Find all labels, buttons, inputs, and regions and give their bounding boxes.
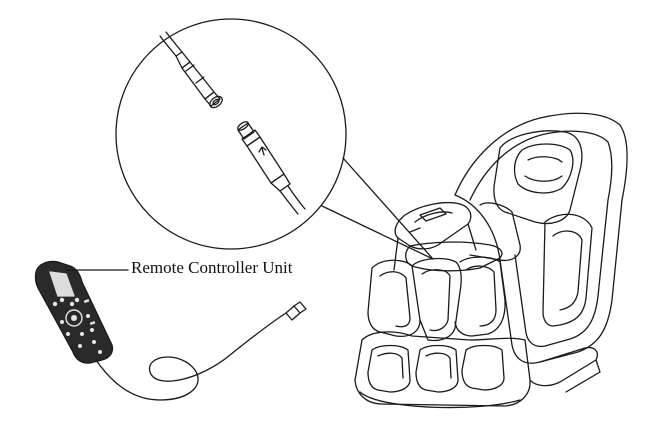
remote-button	[69, 301, 75, 307]
remote-dial	[65, 309, 83, 327]
remote-button	[83, 299, 90, 304]
remote-button	[86, 314, 90, 318]
remote-button	[90, 328, 94, 332]
arrow-up-icon	[258, 146, 267, 156]
detail-circle	[115, 18, 434, 260]
remote-screen	[49, 271, 75, 297]
remote-button	[52, 301, 58, 307]
remote-button	[74, 297, 80, 303]
remote-button	[80, 332, 84, 336]
remote-button	[98, 350, 102, 354]
callout-leader-upper	[342, 157, 434, 260]
remote-button	[59, 297, 65, 303]
male-connector	[237, 121, 306, 215]
remote-cable	[95, 312, 287, 401]
remote-button	[60, 320, 64, 324]
remote-body	[34, 260, 114, 364]
remote-controller-label: Remote Controller Unit	[131, 258, 293, 277]
remote-button	[89, 321, 96, 326]
remote-button	[78, 344, 82, 348]
remote-button	[92, 340, 96, 344]
female-connector	[159, 31, 223, 109]
remote-button	[66, 332, 70, 336]
callout-leader-lower	[321, 205, 434, 260]
massage-chair	[354, 112, 628, 409]
remote-cable-plug	[285, 305, 301, 321]
remote-controller	[95, 301, 307, 401]
